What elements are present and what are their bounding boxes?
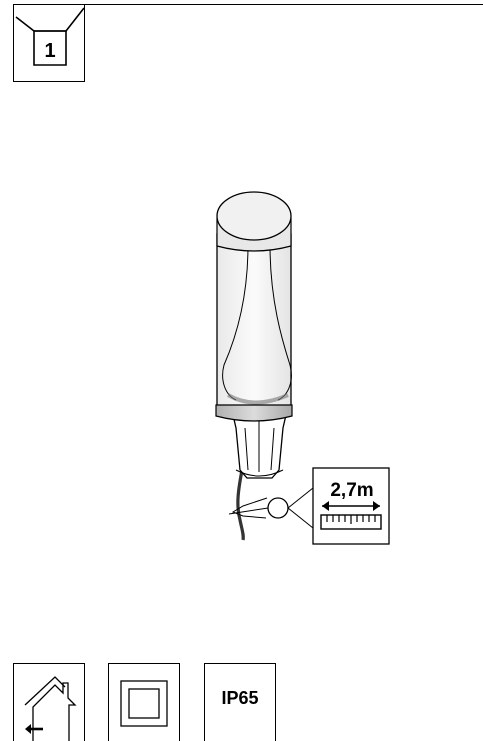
class-ii-symbol	[108, 663, 180, 741]
double-insulation-icon	[120, 680, 168, 727]
ip-rating-label: IP65	[221, 688, 259, 708]
header-rule	[85, 4, 483, 5]
open-box-icon	[15, 7, 85, 66]
measuring-ruler-icon	[320, 514, 382, 530]
package-quantity: 1	[44, 40, 56, 62]
bollard-light-illustration	[215, 191, 390, 545]
package-quantity-box	[13, 4, 85, 82]
outdoor-use-symbol	[13, 663, 85, 741]
house-exterior-arrow-icon	[24, 676, 77, 741]
cable-length: 2,7m	[330, 480, 374, 501]
ip-rating-symbol	[204, 663, 276, 741]
